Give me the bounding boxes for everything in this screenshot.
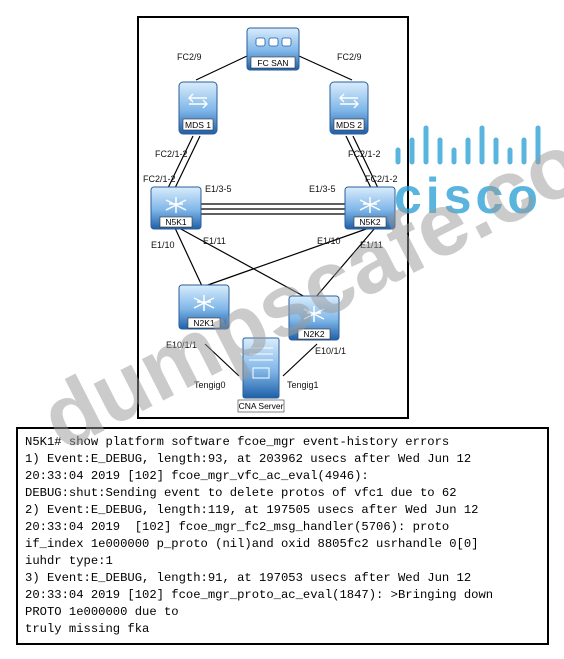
port-label-n5k1-up: FC2/1-2 bbox=[143, 174, 176, 184]
console-line: 1) Event:E_DEBUG, length:93, at 203962 u… bbox=[25, 452, 472, 466]
cna-server: CNA Server bbox=[237, 337, 285, 413]
cisco-wordmark: cisco bbox=[394, 168, 542, 224]
port-label-n2k1-e10: E10/1/1 bbox=[166, 340, 197, 350]
console-line: N5K1# show platform software fcoe_mgr ev… bbox=[25, 435, 450, 449]
storage-disks-icon bbox=[255, 37, 292, 47]
console-line: 20:33:04 2019 [102] fcoe_mgr_vfc_ac_eval… bbox=[25, 469, 369, 483]
port-label-n5k2-e110: E1/10 bbox=[317, 236, 341, 246]
server-icon bbox=[249, 347, 273, 379]
link-n2k2-cna bbox=[282, 343, 318, 377]
cna-server-label: CNA Server bbox=[239, 401, 284, 411]
console-output: N5K1# show platform software fcoe_mgr ev… bbox=[16, 427, 549, 645]
port-label-san-left: FC2/9 bbox=[177, 52, 202, 62]
port-labels: FC2/9 FC2/9 FC2/1-2 FC2/1-2 FC2/1-2 FC2/… bbox=[143, 52, 398, 390]
fc-san-label: FC SAN bbox=[257, 58, 288, 68]
fex-switch-icon bbox=[193, 295, 215, 311]
links bbox=[167, 55, 379, 377]
console-line: 2) Event:E_DEBUG, length:119, at 197505 … bbox=[25, 503, 479, 517]
link-n5k1-n2k1 bbox=[174, 227, 203, 287]
console-line: iuhdr type:1 bbox=[25, 554, 113, 568]
topology-diagram-frame: FC SAN MDS 1 MDS 2 N5K1 bbox=[137, 16, 409, 419]
port-label-n5k2-e13: E1/3-5 bbox=[309, 184, 336, 194]
fc-san-device: FC SAN bbox=[246, 27, 300, 71]
console-line: PROTO 1e000000 due to bbox=[25, 605, 179, 619]
port-label-mds2-down: FC2/1-2 bbox=[348, 149, 381, 159]
link-mds1-n5k1-a bbox=[167, 135, 194, 189]
n5k2-label: N5K2 bbox=[359, 217, 381, 227]
mds2-switch: MDS 2 bbox=[329, 81, 369, 135]
link-mds1-n5k1-b bbox=[174, 135, 201, 189]
mds-switch-icon bbox=[339, 93, 359, 109]
port-label-tengig0: Tengig0 bbox=[194, 380, 226, 390]
console-line: 20:33:04 2019 [102] fcoe_mgr_fc2_msg_han… bbox=[25, 520, 450, 534]
link-mds2-n5k2-a bbox=[345, 135, 372, 189]
n2k2-fex: N2K2 bbox=[288, 295, 340, 341]
n2k2-label: N2K2 bbox=[303, 329, 325, 339]
port-label-n5k1-e111: E1/11 bbox=[203, 236, 226, 246]
mds1-switch: MDS 1 bbox=[178, 81, 218, 135]
mds1-label: MDS 1 bbox=[185, 120, 211, 130]
port-label-tengig1: Tengig1 bbox=[287, 380, 319, 390]
n5k1-label: N5K1 bbox=[165, 217, 187, 227]
console-line: 3) Event:E_DEBUG, length:91, at 197053 u… bbox=[25, 571, 472, 585]
port-label-n5k1-e13: E1/3-5 bbox=[205, 184, 232, 194]
port-label-n5k2-e111: E1/11 bbox=[360, 240, 383, 250]
link-mds2-n5k2-b bbox=[352, 135, 379, 189]
fex-switch-icon bbox=[303, 306, 325, 322]
n5k2-switch: N5K2 bbox=[344, 186, 396, 230]
link-n2k1-cna bbox=[204, 343, 240, 377]
link-san-mds1 bbox=[195, 55, 248, 81]
link-n5k2-n2k1 bbox=[204, 227, 370, 287]
port-label-san-right: FC2/9 bbox=[337, 52, 362, 62]
topology-diagram: FC SAN MDS 1 MDS 2 N5K1 bbox=[143, 27, 398, 413]
console-line: if_index 1e000000 p_proto (nil)and oxid … bbox=[25, 537, 479, 551]
port-label-n2k2-e10: E10/1/1 bbox=[315, 346, 346, 356]
link-san-mds2 bbox=[298, 55, 353, 81]
nexus-switch-icon bbox=[165, 197, 187, 213]
link-n5k2-n2k2 bbox=[314, 227, 376, 299]
link-n5k1-n2k2 bbox=[178, 227, 308, 299]
mds-switch-icon bbox=[188, 93, 208, 109]
cisco-logo: cisco bbox=[394, 125, 542, 224]
n2k1-label: N2K1 bbox=[193, 318, 215, 328]
cisco-bars-icon bbox=[395, 125, 541, 165]
mds2-label: MDS 2 bbox=[336, 120, 362, 130]
console-line: 20:33:04 2019 [102] fcoe_mgr_proto_ac_ev… bbox=[25, 588, 494, 602]
n5k1-switch: N5K1 bbox=[150, 186, 202, 230]
port-label-n5k2-up: FC2/1-2 bbox=[365, 174, 398, 184]
port-label-n5k1-e110: E1/10 bbox=[151, 240, 175, 250]
n2k1-fex: N2K1 bbox=[178, 284, 230, 330]
port-label-mds1-down: FC2/1-2 bbox=[155, 149, 188, 159]
console-line: DEBUG:shut:Sending event to delete proto… bbox=[25, 486, 457, 500]
nexus-switch-icon bbox=[359, 197, 381, 213]
console-line: truly missing fka bbox=[25, 622, 150, 636]
